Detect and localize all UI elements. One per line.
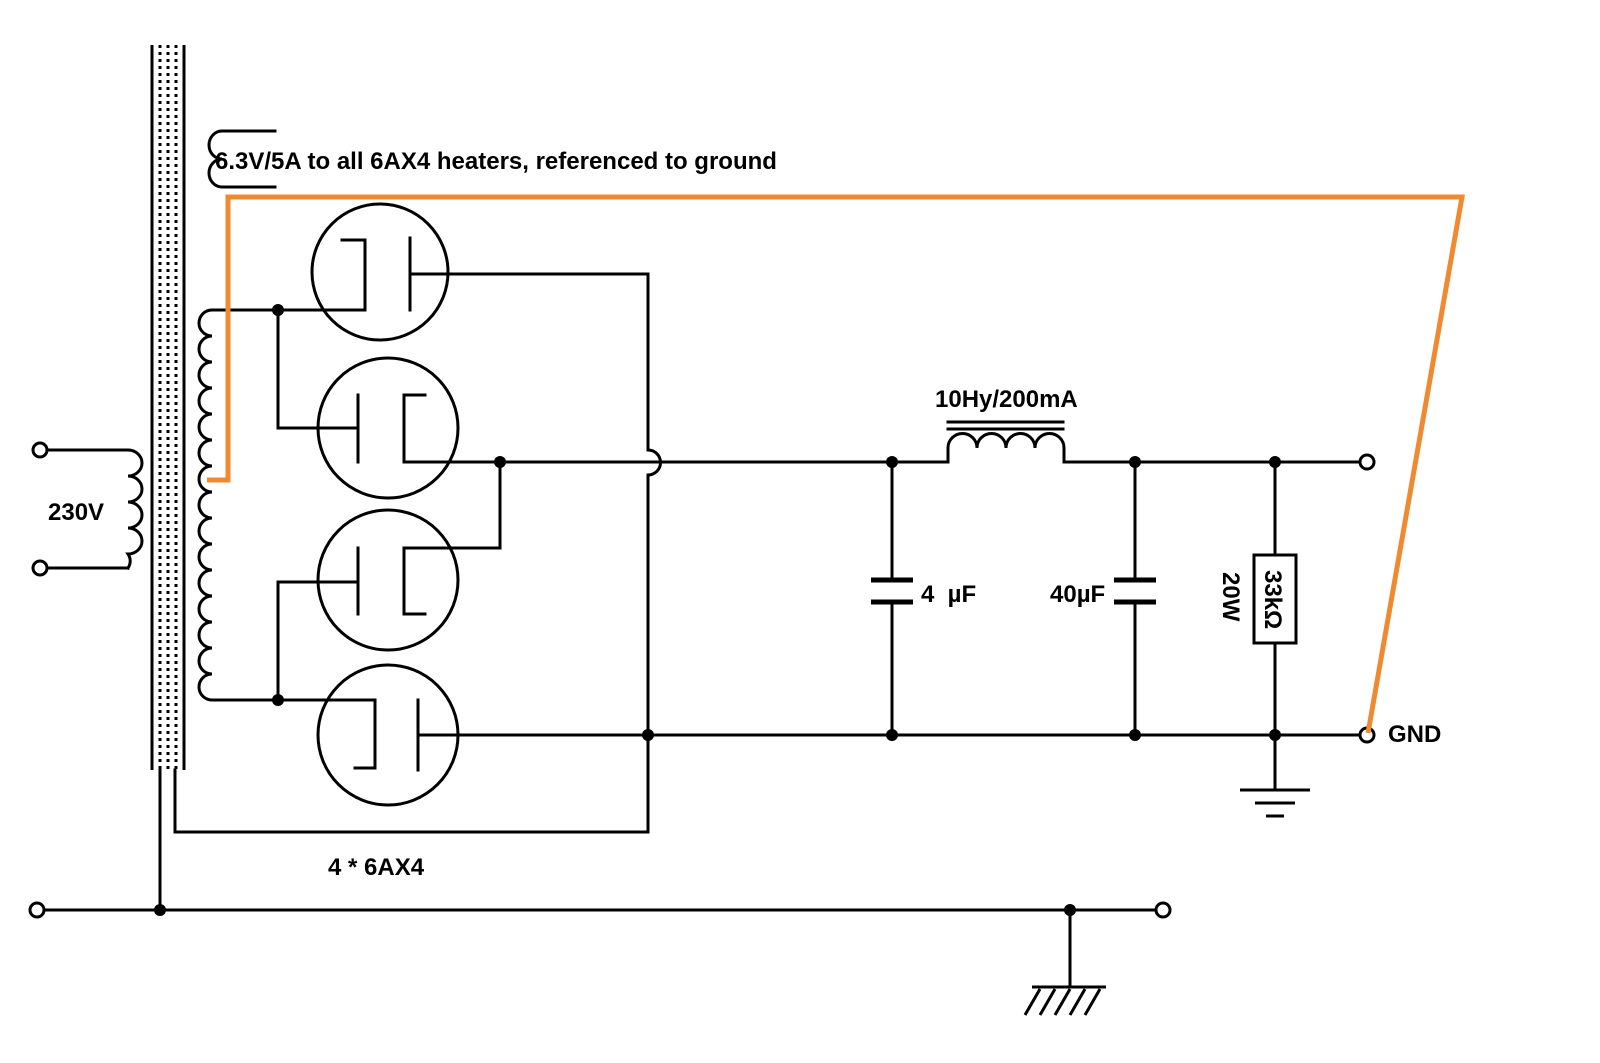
- tube-4: [316, 663, 650, 807]
- tube-2: [316, 356, 502, 500]
- capacitor-40uf: [1114, 460, 1156, 741]
- chassis-ground-icon: [1023, 985, 1106, 1016]
- primary-winding: [31, 441, 144, 577]
- secondary-winding: [197, 308, 280, 702]
- tube-3: [316, 508, 502, 652]
- anode-wiring: [272, 304, 367, 706]
- ground-line: [646, 726, 1376, 792]
- center-tap-to-ground-wire: [207, 194, 1465, 734]
- mains-label: 230V: [48, 499, 104, 526]
- heater-label: 6.3V/5A to all 6AX4 heaters, referenced …: [215, 148, 777, 175]
- output-terminal[interactable]: [1358, 453, 1376, 471]
- capacitor-4uf: [871, 460, 913, 741]
- earth-terminal-right[interactable]: [1154, 901, 1172, 919]
- bleeder-resistor: [1252, 460, 1298, 737]
- tubes-label: 4 * 6AX4: [328, 854, 425, 881]
- resistor-value-label: 33kΩ: [1259, 570, 1286, 629]
- earth-line: [28, 768, 1172, 989]
- gnd-label: GND: [1388, 721, 1441, 748]
- mains-terminal-top[interactable]: [31, 441, 49, 459]
- earth-terminal-left[interactable]: [28, 901, 46, 919]
- mains-terminal-bottom[interactable]: [31, 559, 49, 577]
- cap2-label: 40µF: [1050, 581, 1105, 608]
- choke-inductor: [946, 420, 1066, 464]
- resistor-power-label: 20W: [1217, 572, 1244, 622]
- tube-1: [310, 202, 650, 342]
- transformer-core: [150, 45, 186, 770]
- b-plus-line: [498, 453, 1376, 471]
- cap1-label: 4 µF: [921, 581, 976, 608]
- ground-icon: [1240, 788, 1310, 818]
- choke-label: 10Hy/200mA: [935, 386, 1078, 413]
- cathode-junction: [494, 456, 506, 550]
- heater-winding: [207, 129, 277, 189]
